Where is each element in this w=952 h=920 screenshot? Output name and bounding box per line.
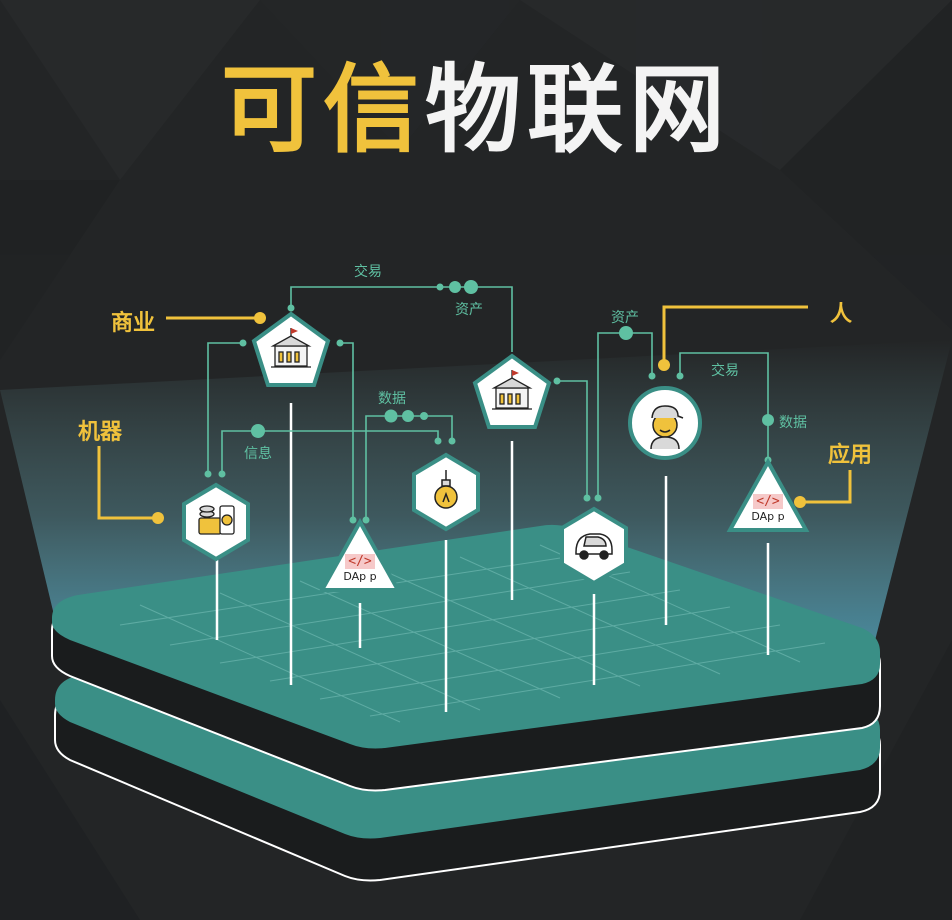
machine-node[interactable] xyxy=(182,482,250,562)
vehicle-node[interactable] xyxy=(560,506,628,586)
connection-dots xyxy=(204,280,774,524)
dapp-icon: </> DAp p xyxy=(340,552,380,582)
category-dots xyxy=(152,312,806,524)
dapp-code: </> xyxy=(345,554,375,569)
person-icon xyxy=(650,405,684,450)
label-trade-right: 交易 xyxy=(711,363,739,379)
label-asset-right: 资产 xyxy=(611,310,639,326)
building-icon xyxy=(491,370,533,410)
category-person: 人 xyxy=(830,302,853,327)
dapp-icon: </> DAp p xyxy=(748,492,788,522)
person-node[interactable] xyxy=(628,386,702,460)
upper-platform xyxy=(51,524,881,792)
building-icon xyxy=(270,328,312,368)
label-asset-top: 资产 xyxy=(455,302,483,318)
light-bulb-icon xyxy=(434,470,458,509)
label-data-right: 数据 xyxy=(779,415,807,431)
category-application: 应用 xyxy=(828,443,873,468)
title-highlight: 可信 xyxy=(221,54,425,166)
category-business: 商业 xyxy=(111,311,156,336)
node-poles xyxy=(215,403,770,712)
label-data-mid: 数据 xyxy=(378,391,406,407)
wallet-phone-icon xyxy=(198,505,235,535)
title-main: 物联网 xyxy=(425,54,731,166)
dapp-label: DAp p xyxy=(751,510,785,523)
category-machine: 机器 xyxy=(78,420,123,445)
label-info: 信息 xyxy=(244,446,272,462)
page-title: 可信物联网 xyxy=(0,62,952,158)
label-trade-top: 交易 xyxy=(354,264,382,280)
category-leaders xyxy=(97,305,852,520)
device-node[interactable] xyxy=(412,452,480,532)
building-node-1[interactable] xyxy=(251,311,331,387)
building-node-2[interactable] xyxy=(472,353,552,429)
car-icon xyxy=(575,533,613,560)
dapp-label: DAp p xyxy=(343,570,377,583)
dapp-code: </> xyxy=(753,494,783,509)
platform-grid xyxy=(119,544,826,723)
